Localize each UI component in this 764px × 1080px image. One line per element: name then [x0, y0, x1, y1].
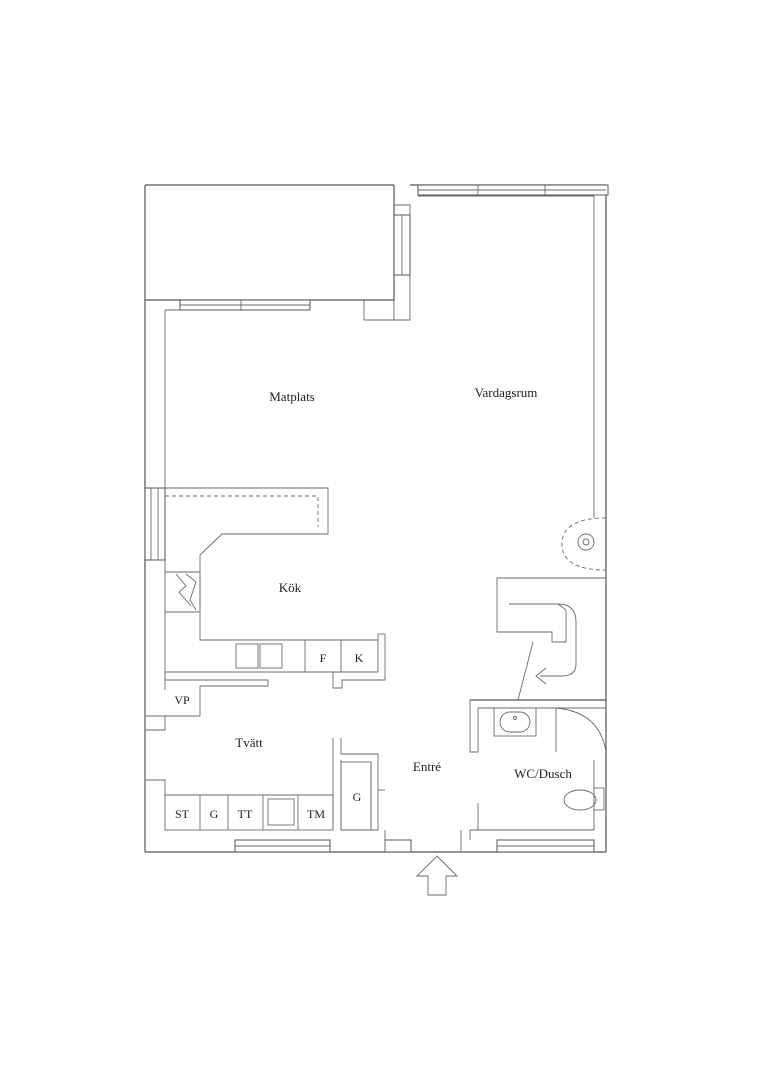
kitchen-counter — [164, 487, 386, 717]
stove-left-icon — [235, 643, 259, 669]
appliance-label-dryer-cabinet: ST — [175, 807, 190, 821]
room-label-vardagsrum: Vardagsrum — [475, 385, 538, 400]
appliance-label-wardrobe: G — [353, 790, 362, 804]
bathroom — [469, 699, 607, 840]
appliance-label-freezer: F — [320, 651, 327, 665]
laundry-sink-icon — [267, 798, 295, 826]
stairs-direction-icon — [535, 667, 547, 685]
staircase — [496, 517, 607, 701]
room-label-matplats: Matplats — [269, 389, 315, 404]
exterior-walls — [144, 184, 607, 853]
fireplace-icon — [561, 517, 607, 571]
windows — [144, 184, 609, 853]
appliance-label-washer: TM — [307, 807, 325, 821]
room-label-wc-dusch: WC/Dusch — [514, 766, 572, 781]
appliance-label-dryer: TT — [238, 807, 253, 821]
room-label-tvatt: Tvätt — [235, 735, 263, 750]
room-label-entre: Entré — [413, 759, 441, 774]
appliance-label-cabinet: G — [210, 807, 219, 821]
appliance-label-fridge: K — [355, 651, 364, 665]
vent-icon — [175, 573, 192, 607]
room-label-kok: Kök — [279, 580, 302, 595]
toilet-icon — [593, 787, 605, 811]
entrance-arrow-icon — [415, 855, 459, 896]
sink-icon — [493, 707, 537, 737]
laundry-row — [145, 715, 334, 831]
appliance-label-water-heater: VP — [174, 693, 190, 707]
stove-right-icon — [259, 643, 283, 669]
